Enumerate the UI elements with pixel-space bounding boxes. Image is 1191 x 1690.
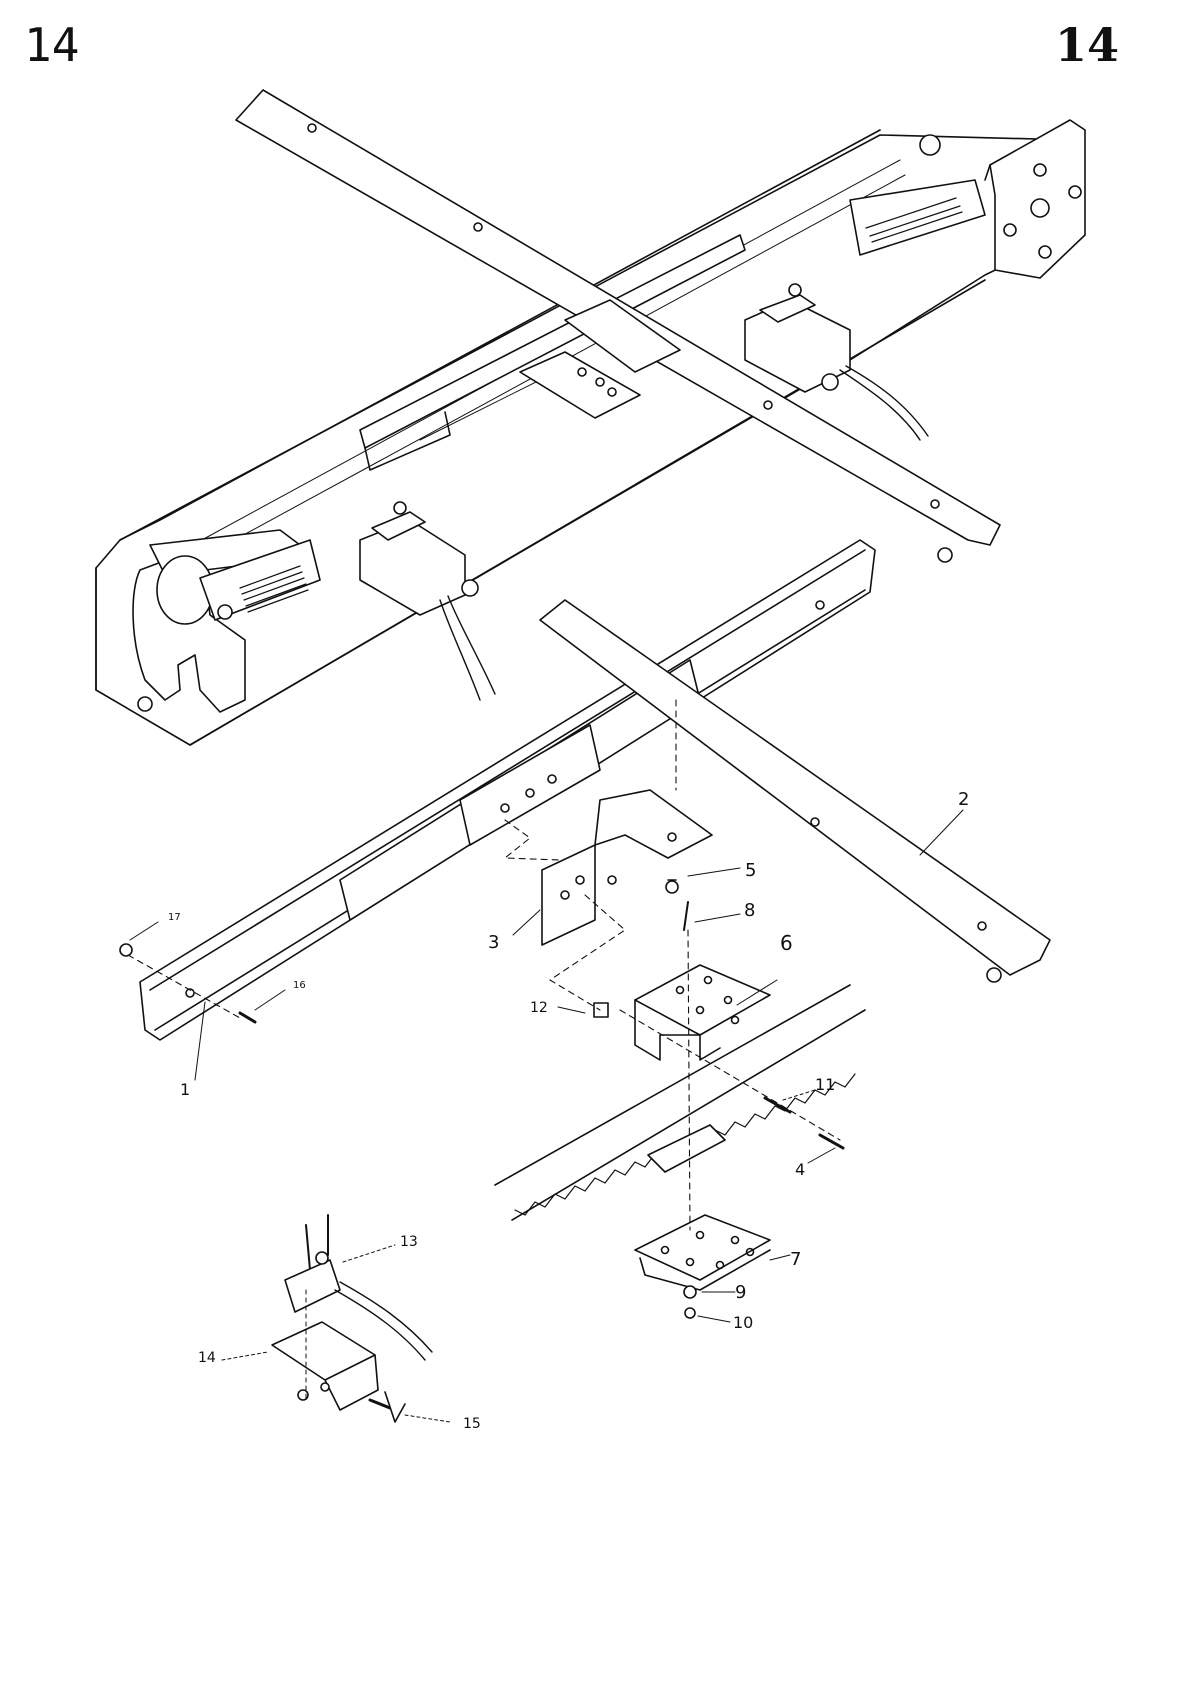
callout-12: 12 xyxy=(530,1000,548,1016)
lower-flat-bar xyxy=(540,600,1050,982)
callout-14: 14 xyxy=(198,1350,216,1366)
callout-6: 6 xyxy=(780,931,793,955)
bracket-plate-6 xyxy=(635,965,770,1060)
callout-5: 5 xyxy=(745,860,756,881)
callout-17: 17 xyxy=(168,912,181,923)
bracket-3 xyxy=(542,790,712,945)
callout-9: 9 xyxy=(735,1282,746,1303)
callout-2: 2 xyxy=(958,789,969,810)
callout-1: 1 xyxy=(180,1080,190,1099)
callout-4: 4 xyxy=(795,1160,805,1179)
callout-7: 7 xyxy=(790,1249,801,1270)
callout-16: 16 xyxy=(293,980,306,991)
callout-13: 13 xyxy=(400,1234,418,1250)
callout-11: 11 xyxy=(815,1075,835,1094)
callout-10: 10 xyxy=(733,1313,753,1332)
callout-8: 8 xyxy=(744,900,755,921)
clamp-plate-7 xyxy=(635,1215,770,1290)
callout-3: 3 xyxy=(488,932,499,953)
callout-15: 15 xyxy=(463,1416,481,1432)
